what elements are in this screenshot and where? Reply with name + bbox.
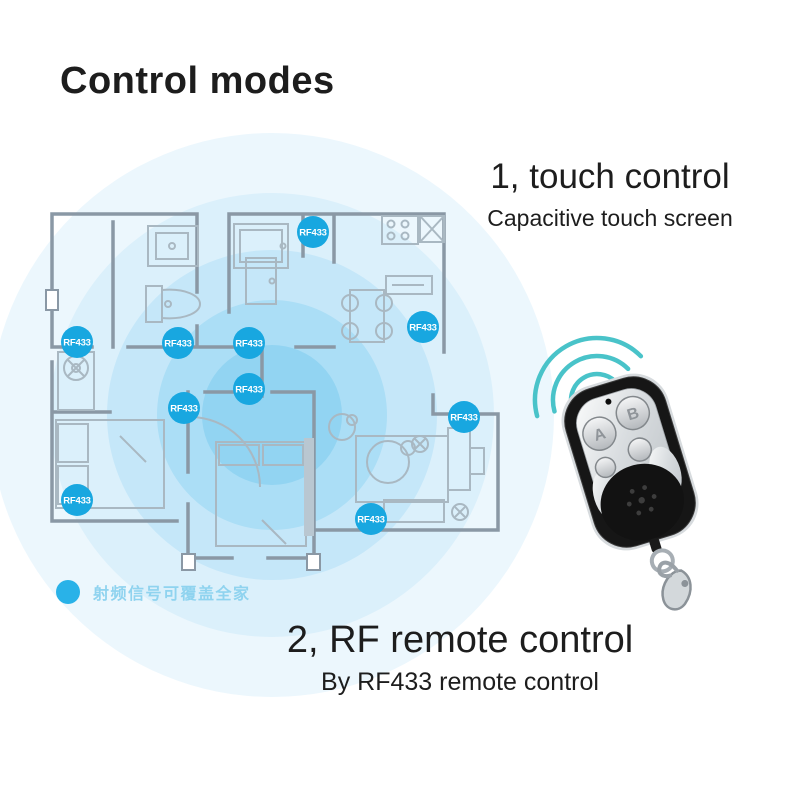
svg-text:RF433: RF433 [164,339,192,350]
svg-text:RF433: RF433 [63,338,91,349]
wall-stub [45,289,59,311]
rf-remote-section: 2, RF remote control By RF433 remote con… [225,619,695,697]
rf-remote-control: A B [561,373,699,611]
wall-stub [306,553,321,571]
rf433-badge: RF433 [162,327,194,359]
svg-text:RF433: RF433 [409,323,437,334]
remote-button-c [594,456,617,479]
svg-text:RF433: RF433 [235,385,263,396]
svg-text:RF433: RF433 [357,515,385,526]
svg-text:A: A [592,425,608,445]
touch-control-heading: 1, touch control [490,157,730,196]
plant-icon [328,413,358,441]
rf433-badge: RF433 [355,503,387,535]
remote-button-a: A [582,416,617,451]
counter-icon [385,275,433,295]
kitchen-sink-icon [419,215,445,243]
page-title: Control modes [60,60,335,102]
rf433-badge: RF433 [407,311,439,343]
rf433-badge: RF433 [448,401,480,433]
rf433-badge: RF433 [233,327,265,359]
ceiling-fixture-icon [411,435,469,521]
touch-control-subheading: Capacitive touch screen [487,204,733,231]
door-icon [245,257,277,305]
rf433-badge: RF433 [297,216,329,248]
svg-text:RF433: RF433 [235,339,263,350]
svg-text:RF433: RF433 [170,404,198,415]
remote-led [605,398,612,405]
bathroom-sink-icon [147,225,199,267]
remote-button-b: B [615,395,651,431]
rf433-badge: RF433 [61,484,93,516]
bed-icon [55,419,165,509]
legend-label: 射频信号可覆盖全家 [93,586,251,603]
rf-remote-heading: 2, RF remote control [286,619,634,661]
coverage-legend: 射频信号可覆盖全家 [56,580,251,604]
toilet-icon [145,285,202,323]
touch-control-section: 1, touch control Capacitive touch screen [428,157,792,232]
wall-stub [181,553,196,571]
keychain [649,537,692,611]
svg-text:RF433: RF433 [299,228,327,239]
rf-remote-subheading: By RF433 remote control [321,667,599,696]
floorplan [45,212,500,571]
rf433-badge: RF433 [168,392,200,424]
remote-speaker [600,463,684,541]
stove-icon [381,215,419,245]
rf433-badge: RF433 [61,326,93,358]
wardrobe-icon [304,438,314,536]
lobster-clasp-icon [657,560,692,611]
legend-dot-icon [56,580,80,604]
rf433-badge: RF433 [233,373,265,405]
remote-button-d [627,437,653,462]
svg-text:RF433: RF433 [63,496,91,507]
svg-text:RF433: RF433 [450,413,478,424]
dining-table-icon [341,289,393,343]
washing-machine-icon [233,223,289,269]
door-swing-arc [189,416,261,488]
svg-text:B: B [625,405,641,425]
